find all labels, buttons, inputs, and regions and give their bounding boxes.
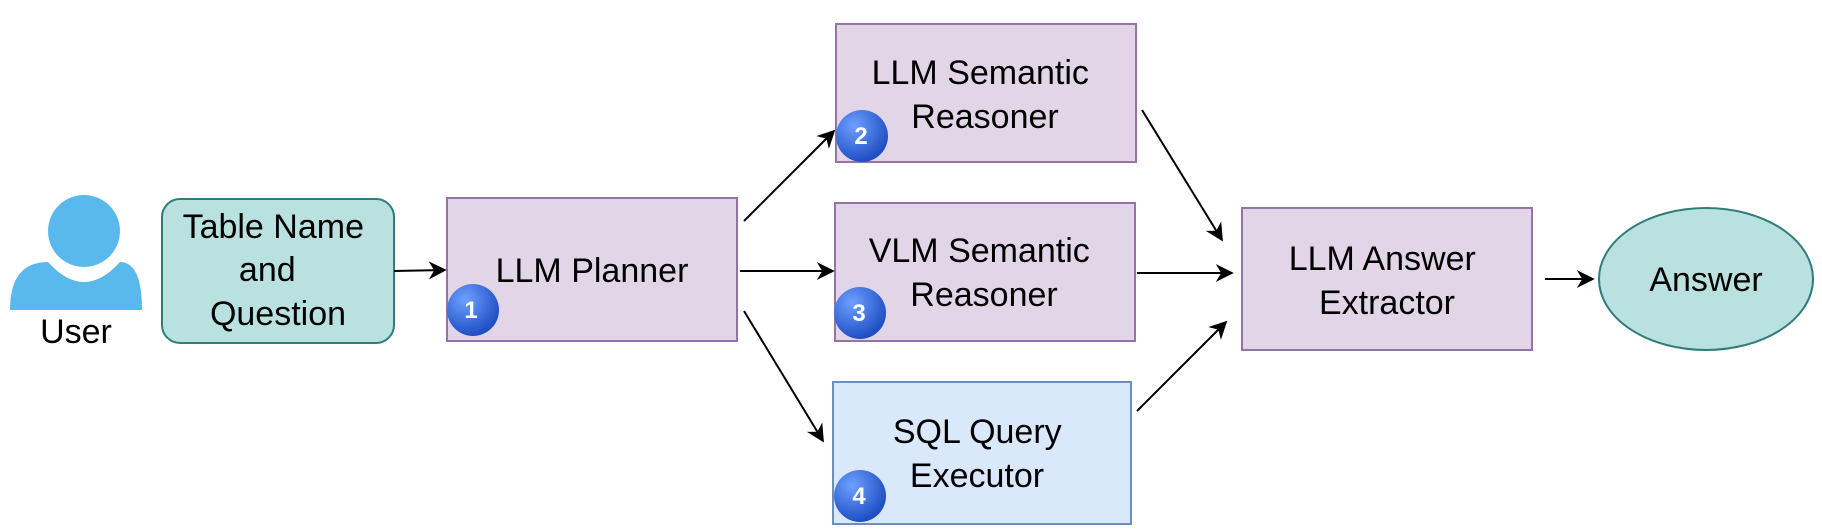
input-line-1: Table Name: [183, 208, 364, 246]
arrow-input-to-planner: [393, 261, 447, 280]
step-badge-1: 1: [447, 284, 499, 336]
user-icon: [10, 195, 142, 310]
arrow-sql-executor-to-extractor: [1136, 320, 1228, 412]
vlm-reasoner-line-2: Reasoner: [910, 276, 1057, 314]
arrow-planner-to-sql-executor: [743, 310, 824, 443]
step-badge-2: 2: [836, 110, 888, 162]
extractor-text: LLM Answer Extractor: [1289, 240, 1486, 322]
step-badge-3: 3: [834, 287, 886, 339]
input-line-3: Question: [210, 295, 346, 333]
input-node-text: Table Name and Question: [183, 208, 374, 333]
planner-label: LLM Planner: [496, 252, 689, 290]
svg-text:3: 3: [852, 300, 865, 327]
arrow-planner-to-llm-reasoner: [743, 129, 836, 222]
extractor-line-2: Extractor: [1319, 284, 1455, 322]
user-label: User: [40, 313, 112, 351]
llm-reasoner-line-2: Reasoner: [911, 98, 1058, 136]
svg-text:1: 1: [464, 297, 477, 324]
input-line-2: and: [239, 251, 296, 289]
svg-text:4: 4: [852, 483, 866, 510]
extractor-line-1: LLM Answer: [1289, 240, 1476, 278]
connectors: [393, 109, 1595, 443]
sql-executor-line-1: SQL Query: [893, 413, 1062, 451]
answer-label: Answer: [1649, 261, 1762, 299]
answer-node: [1598, 207, 1814, 351]
vlm-reasoner-line-1: VLM Semantic: [869, 232, 1090, 270]
llm-reasoner-text: LLM Semantic Reasoner: [872, 54, 1099, 136]
vlm-reasoner-text: VLM Semantic Reasoner: [869, 232, 1100, 314]
llm-reasoner-line-1: LLM Semantic: [872, 54, 1089, 92]
sql-executor-text: SQL Query Executor: [893, 413, 1071, 495]
step-badge-4: 4: [834, 470, 886, 522]
sql-executor-line-2: Executor: [910, 457, 1044, 495]
extractor-node: [1241, 207, 1533, 351]
arrow-llm-reasoner-to-extractor: [1141, 109, 1223, 242]
svg-text:2: 2: [854, 123, 867, 150]
